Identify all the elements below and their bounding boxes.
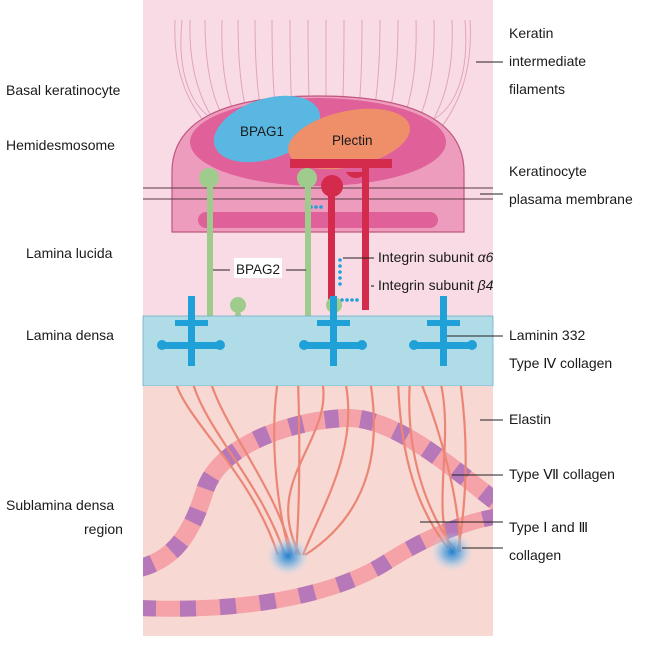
label-keratin-line2: intermediate bbox=[509, 53, 586, 69]
hemidesmosome-inner-plaque bbox=[198, 212, 438, 228]
label-sublamina-line2: region bbox=[84, 521, 123, 537]
leader-lines bbox=[343, 61, 503, 549]
label-membrane-line1: Keratinocyte bbox=[509, 163, 587, 179]
integrin-beta4 bbox=[362, 166, 369, 310]
fiber-lower bbox=[143, 509, 493, 617]
label-lamina-lucida: Lamina lucida bbox=[26, 245, 113, 261]
laminin-middle bbox=[299, 296, 367, 366]
label-basal-keratinocyte: Basal keratinocyte bbox=[6, 82, 121, 98]
laminin-right bbox=[409, 296, 477, 366]
integrin-complex bbox=[290, 159, 392, 310]
right-labels: Keratin intermediate filaments Keratinoc… bbox=[378, 25, 633, 563]
dermal-fibers bbox=[143, 386, 493, 617]
label-hemidesmosome: Hemidesmosome bbox=[6, 137, 115, 153]
label-membrane-line2: plasama membrane bbox=[509, 191, 633, 207]
label-sublamina-line1: Sublamina densa bbox=[6, 497, 114, 513]
lamina-densa-band bbox=[142, 315, 494, 387]
plectin-protein bbox=[288, 108, 410, 170]
integrin-alpha6-head bbox=[321, 175, 343, 197]
label-type-iv-collagen: Type Ⅳ collagen bbox=[509, 355, 612, 371]
label-integrin-alpha6: Integrin subunit α6 bbox=[378, 249, 494, 265]
label-type-i-iii-line2: collagen bbox=[509, 547, 561, 563]
plectin-binding-bar bbox=[290, 159, 392, 168]
plectin-label: Plectin bbox=[332, 133, 373, 148]
label-laminin-332: Laminin 332 bbox=[509, 327, 585, 343]
bpag1-label: BPAG1 bbox=[240, 124, 284, 139]
label-integrin-beta4: Integrin subunit β4 bbox=[378, 277, 494, 293]
label-type-i-iii-line1: Type Ⅰ and Ⅲ bbox=[509, 519, 588, 535]
integrin-beta4-foot bbox=[346, 172, 366, 178]
bpag2-label-bg bbox=[234, 258, 282, 278]
fiber-upper-bands bbox=[143, 409, 493, 577]
laminin-left bbox=[157, 296, 225, 366]
label-type-vii-collagen: Type Ⅶ collagen bbox=[509, 466, 615, 482]
left-labels: Basal keratinocyte Hemidesmosome Lamina … bbox=[6, 82, 123, 537]
label-elastin: Elastin bbox=[509, 411, 551, 427]
label-keratin-line1: Keratin bbox=[509, 25, 553, 41]
anchoring-fibrils bbox=[175, 386, 467, 556]
label-lamina-densa: Lamina densa bbox=[26, 327, 114, 343]
bpag2-label: BPAG2 bbox=[236, 262, 280, 277]
integrin-alpha6 bbox=[328, 190, 335, 308]
anchoring-plaque-right bbox=[430, 532, 474, 572]
label-keratin-line3: filaments bbox=[509, 81, 565, 97]
anchoring-plaque-left bbox=[266, 536, 310, 576]
laminin-332-group bbox=[157, 296, 477, 366]
